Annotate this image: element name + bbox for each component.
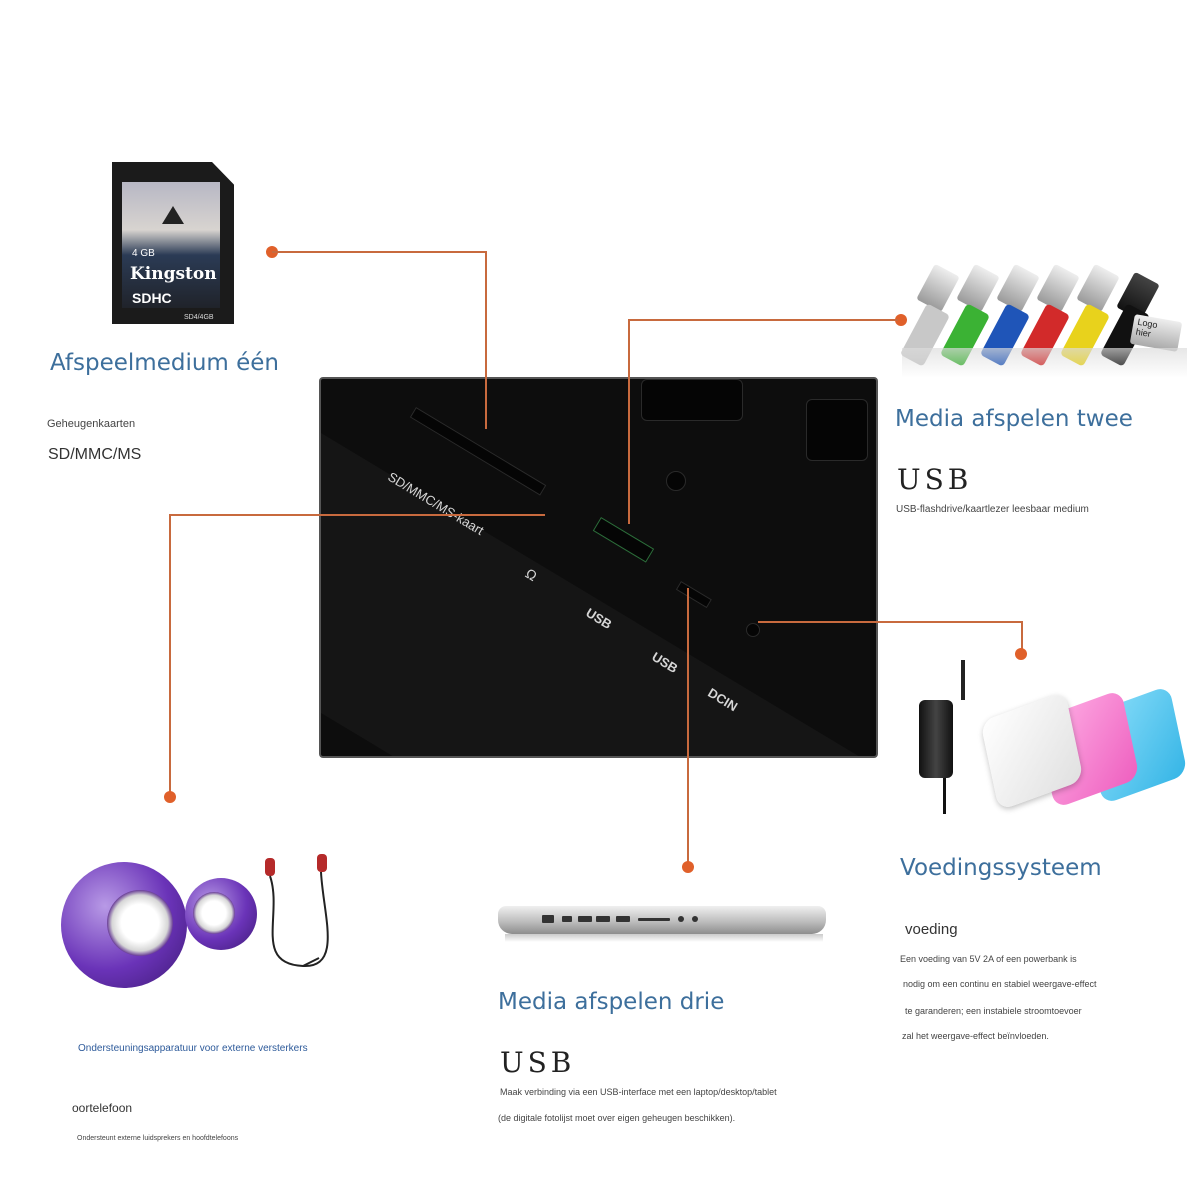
dc-in-jack — [746, 623, 760, 637]
leader-line — [272, 251, 486, 253]
section-two-description: USB-flashdrive/kaartlezer leesbaar mediu… — [896, 504, 1089, 515]
section-power-title: Voedingssysteem — [900, 855, 1102, 881]
section-one-subtitle: Geheugenkaarten — [47, 418, 136, 430]
section-audio-description: Ondersteunt externe luidsprekers en hoof… — [77, 1135, 239, 1142]
sd-card-brand: Kingston — [130, 264, 217, 284]
sd-card-model: SD4/4GB — [184, 314, 214, 321]
power-cable-icon — [943, 778, 946, 814]
usb-sticks-image: Logo hier — [899, 262, 1187, 380]
earphones-icon — [263, 854, 359, 974]
usb-port-2 — [675, 581, 712, 609]
leader-line — [169, 514, 545, 516]
section-three-usb-label: USB — [500, 1046, 576, 1079]
sd-card-capacity: 4 GB — [132, 248, 155, 259]
leader-line — [687, 588, 689, 864]
section-power-line-2: nodig om een continu en stabiel weergave… — [903, 979, 1097, 989]
speaker-small-icon — [185, 878, 257, 950]
power-plug-icon — [961, 660, 965, 700]
card-slot — [409, 407, 547, 496]
section-power-line-3: te garanderen; een instabiele stroomtoev… — [905, 1006, 1082, 1016]
leader-line — [485, 251, 487, 429]
section-power-line-1: Een voeding van 5V 2A of een powerbank i… — [900, 954, 1077, 964]
usb-stick-logo-tag: Logo hier — [1129, 314, 1183, 352]
panel-button — [641, 379, 743, 421]
usb-sticks-reflection — [902, 348, 1187, 378]
section-two-title: Media afspelen twee — [895, 406, 1133, 432]
laptop-shadow — [505, 934, 823, 942]
section-two-usb-label: USB — [897, 463, 973, 496]
leader-line — [758, 621, 1023, 623]
section-three-line-2: (de digitale fotolijst moet over eigen g… — [498, 1113, 736, 1123]
power-supply-image — [915, 660, 1188, 815]
audio-jack — [666, 471, 686, 491]
section-audio-subtitle: Ondersteuningsapparatuur voor externe ve… — [78, 1043, 308, 1054]
sd-card-image: 4 GB Kingston SDHC SD4/4GB — [112, 162, 234, 324]
leader-line — [628, 319, 630, 524]
leader-dot — [1015, 648, 1027, 660]
mountain-icon — [162, 206, 184, 224]
laptop-image — [498, 906, 826, 934]
leader-line — [1021, 621, 1023, 653]
section-three-title: Media afspelen drie — [498, 989, 725, 1015]
section-three-line-1: Maak verbinding via een USB-interface me… — [500, 1087, 777, 1097]
leader-dot — [895, 314, 907, 326]
leader-line — [628, 319, 898, 321]
section-one-formats: SD/MMC/MS — [48, 446, 142, 463]
power-adapter-icon — [919, 700, 953, 778]
frame-back-panel-photo: SD/MMC/MS-kaart Ω USB USB DCIN — [319, 377, 878, 758]
section-audio-label: oortelefoon — [72, 1101, 133, 1115]
section-power-line-4: zal het weergave-effect beïnvloeden. — [902, 1031, 1049, 1041]
speaker-large-icon — [61, 862, 187, 988]
panel-button — [806, 399, 868, 461]
leader-line — [169, 514, 171, 794]
sd-card-class: SDHC — [132, 290, 172, 306]
leader-dot — [682, 861, 694, 873]
speakers-earphones-image — [55, 828, 365, 990]
section-power-subtitle: voeding — [905, 921, 958, 938]
leader-dot — [164, 791, 176, 803]
usb-stick-logo-text: Logo hier — [1135, 316, 1159, 340]
section-one-title: Afspeelmedium één — [50, 350, 280, 376]
usb-port-1 — [592, 517, 655, 563]
